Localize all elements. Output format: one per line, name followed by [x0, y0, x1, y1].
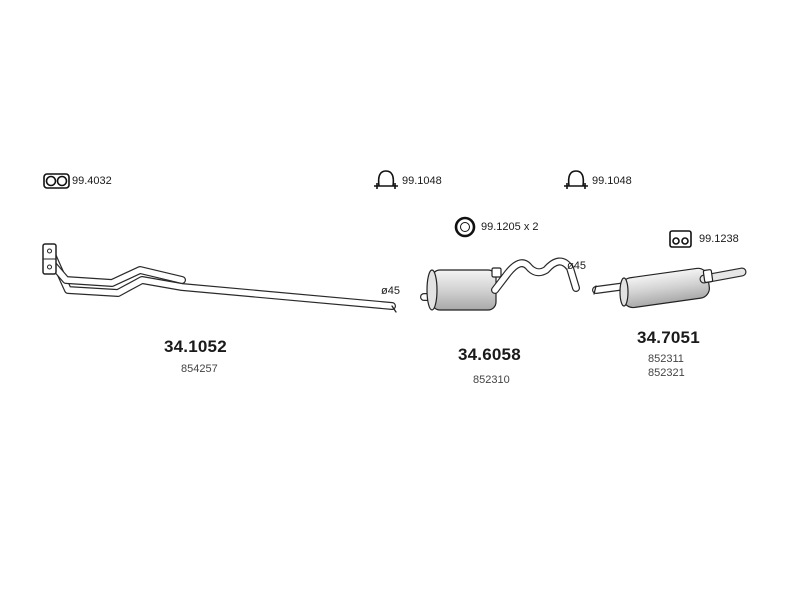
part-number: 34.6058 [458, 345, 521, 364]
oem-number: 854257 [181, 363, 218, 375]
gasket-icon [43, 173, 70, 189]
front-pipe [42, 243, 397, 313]
oem-number: 852321 [648, 367, 685, 379]
clamp-icon [374, 170, 398, 189]
ring-icon [454, 216, 476, 238]
part-number: 34.1052 [164, 337, 227, 356]
oem-number: 852311 [648, 353, 684, 365]
oem-number: 852310 [473, 374, 510, 386]
clamp-icon [564, 170, 588, 189]
rubber-hanger-icon [669, 230, 692, 248]
diameter-label: ø45 [381, 285, 400, 297]
middle-silencer [420, 257, 580, 311]
hanger-part-number: 99.1238 [699, 233, 739, 245]
gasket-part-number: 99.4032 [72, 175, 112, 187]
rear-silencer [592, 267, 747, 309]
part-number: 34.7051 [637, 328, 700, 347]
clamp-part-number: 99.1048 [592, 175, 632, 187]
ring-part-number: 99.1205 x 2 [481, 221, 539, 233]
diameter-label: ø45 [567, 260, 586, 272]
clamp-part-number: 99.1048 [402, 175, 442, 187]
